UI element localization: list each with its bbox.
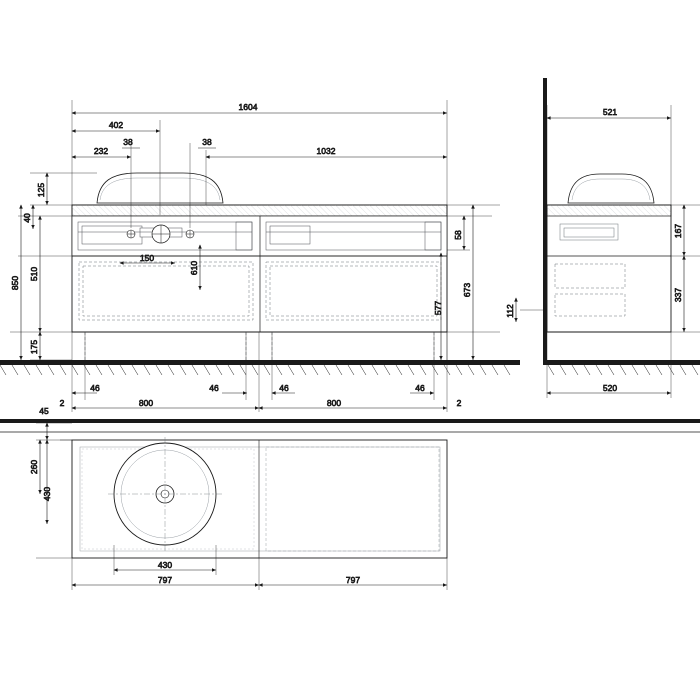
dim-1032: 1032 [205,146,447,159]
dim-46-left: 46 [71,383,100,395]
dim-label-430-dia: 430 [158,560,172,570]
dim-label-125: 125 [36,183,46,197]
dim-797-row: 797 797 [71,575,447,587]
dim-label-1604: 1604 [239,102,258,112]
dim-label-46-c: 46 [279,383,289,393]
drawer-hardware-right [265,221,442,251]
dim-label-46-d: 46 [415,383,425,393]
dim-label-430-depth: 430 [42,487,52,501]
upper-drawer-row [71,215,448,257]
drawer-hardware-left [77,221,253,251]
dim-46-mid-left: 46 [209,383,247,395]
dim-577: 577 [433,252,448,360]
dim-40: 40 [22,204,35,229]
dim-150: 150 [119,253,175,265]
dim-label-402: 402 [109,120,123,130]
side-elevation-view: 521 167 337 112 520 [505,78,700,398]
dim-1604: 1604 [71,102,447,115]
dim-38-right: 38 [198,137,216,149]
countertop-inner [79,446,441,552]
dim-label-2-right: 2 [457,398,462,408]
dim-label-112: 112 [505,304,515,318]
dim-label-38-left: 38 [123,137,133,147]
dim-label-167: 167 [673,224,683,238]
dim-232: 232 [71,146,131,159]
basin-side-inner [571,178,651,201]
dim-label-1032: 1032 [317,146,336,156]
floor-line-side [543,360,700,365]
dim-38-left: 38 [122,137,140,149]
worktop-band [71,204,448,217]
dim-46-right: 46 [410,383,434,395]
dim-45: 45 [39,406,49,440]
dim-label-58: 58 [453,230,463,240]
dim-337: 337 [673,255,686,332]
dim-430-dia: 430 [113,560,216,572]
dim-label-797-right: 797 [346,575,360,585]
dim-112: 112 [505,297,518,322]
dim-label-850: 850 [10,276,20,290]
wall-line-side [543,78,547,365]
dim-label-150: 150 [140,253,154,263]
dim-label-337: 337 [673,288,683,302]
dim-label-45: 45 [39,406,49,416]
dim-label-521: 521 [603,107,617,117]
dim-base-row: 2 800 800 2 [59,398,462,410]
dim-label-800-right: 800 [327,398,341,408]
side-drawer-details [554,223,626,317]
dim-label-520: 520 [603,383,617,393]
dim-label-46-a: 46 [90,383,100,393]
dim-402: 402 [71,120,160,133]
lower-drawer-right [265,261,442,321]
worktop-band-side [546,204,672,217]
dim-label-40: 40 [22,213,32,223]
dim-label-610: 610 [189,261,199,275]
dim-label-175: 175 [29,340,39,354]
dim-label-673: 673 [462,283,472,297]
dim-673: 673 [462,204,475,360]
dim-label-232: 232 [94,146,108,156]
dim-58: 58 [453,215,466,250]
basin-side [567,173,655,204]
dim-label-38-right: 38 [202,137,212,147]
right-drawer-plan [265,446,440,552]
floor-line-front [0,360,520,365]
dim-510: 510 [29,215,42,332]
dim-label-46-b: 46 [209,383,219,393]
dim-167: 167 [673,204,686,256]
dim-label-2-left: 2 [60,398,65,408]
dim-850: 850 [10,204,23,360]
dim-label-800-left: 800 [139,398,153,408]
dim-label-577: 577 [433,301,443,315]
front-elevation-view: 1604 402 38 232 38 [0,100,520,412]
dim-260: 260 [29,439,42,494]
dim-175: 175 [29,331,42,360]
dim-610: 610 [189,244,202,290]
dim-46-mid-right: 46 [271,383,295,395]
cabinet-side-body [546,204,672,333]
plan-view: 45 260 430 430 797 797 [0,406,700,590]
dim-label-510: 510 [29,267,39,281]
wall-line-plan [0,419,700,423]
dim-521: 521 [546,107,671,120]
dim-label-260: 260 [29,460,39,474]
dim-label-797-left: 797 [158,575,172,585]
dim-520: 520 [546,383,671,395]
dim-430-depth: 430 [42,439,52,524]
dim-125: 125 [36,172,49,205]
